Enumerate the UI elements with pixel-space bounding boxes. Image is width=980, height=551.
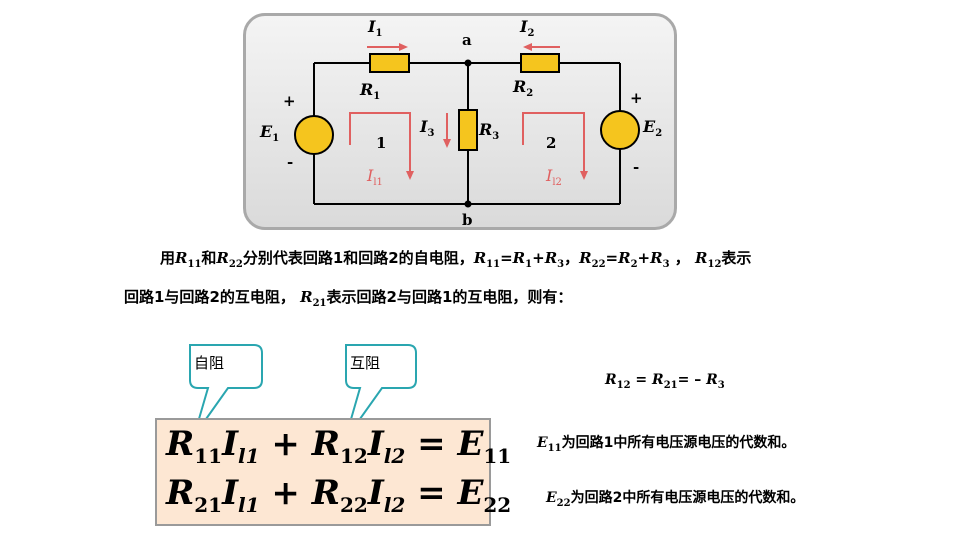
text-segment: =	[630, 372, 653, 388]
variable-subscript: 12	[707, 259, 722, 270]
label-loop-current-2: Il2	[546, 166, 562, 188]
text-segment: 和	[201, 249, 217, 267]
callout-self-label: 自阻	[194, 354, 225, 372]
variable-symbol: R	[706, 372, 718, 388]
label-i1: I1	[368, 17, 383, 39]
variable-symbol: R	[652, 372, 664, 388]
source-e2	[600, 110, 640, 150]
variable-subscript: 1	[525, 259, 533, 270]
text-segment: 表示回路2与回路1的互电阻，则有：	[326, 288, 573, 306]
resistor-r2	[520, 53, 560, 73]
e1-plus-sign: +	[283, 92, 296, 110]
text-segment: 为回路2中所有电压源电压的代数和。	[570, 490, 805, 506]
paragraph-line-1: 用R11和R22分别代表回路1和回路2的自电阻，R11=R1+R3，R22=R2…	[160, 247, 960, 270]
variable-subscript: 22	[228, 259, 243, 270]
text-segment: +	[637, 249, 651, 267]
text-segment: =	[500, 249, 513, 267]
variable-subscript: 11	[547, 443, 562, 454]
variable-subscript: 11	[187, 259, 202, 270]
variable-subscript: 3	[662, 259, 670, 270]
node-a-dot	[464, 59, 472, 67]
variable-symbol: R	[175, 249, 188, 267]
text-segment: ，	[669, 249, 696, 267]
label-i2: I2	[520, 17, 535, 39]
label-r1: R1	[360, 80, 381, 102]
text-segment: +	[532, 249, 545, 267]
variable-symbol: R	[618, 249, 631, 267]
text-segment: 表示	[721, 249, 752, 267]
variable-subscript: 3	[717, 380, 725, 391]
resistor-r1	[369, 53, 410, 73]
e1-minus-sign: -	[287, 153, 294, 171]
variable-subscript: 12	[616, 380, 631, 391]
equation-row-1: R11Il1 + R12Il2 = E11	[166, 424, 512, 468]
variable-symbol: R	[695, 249, 708, 267]
note-e11: E11为回路1中所有电压源电压的代数和。	[537, 432, 796, 454]
text-segment: 用	[160, 249, 176, 267]
text-segment: 分别代表回路1和回路2的自电阻，	[242, 249, 474, 267]
callout-mutual-bubble	[344, 344, 417, 440]
label-node-a: a	[462, 31, 472, 49]
e2-minus-sign: -	[633, 158, 640, 176]
variable-subscript: 3	[557, 259, 565, 270]
variable-symbol: R	[300, 288, 313, 306]
paragraph-line-2: 回路1与回路2的互电阻， R21表示回路2与回路1的互电阻，则有：	[124, 286, 944, 309]
variable-symbol: R	[605, 372, 617, 388]
callout-mutual-label: 互阻	[350, 354, 381, 372]
text-segment: =	[605, 249, 619, 267]
callout-self-bubble	[189, 344, 263, 437]
source-e1	[294, 115, 334, 155]
text-segment: ，	[564, 249, 580, 267]
loop-1-arrow	[349, 112, 411, 172]
variable-symbol: R	[512, 249, 526, 267]
text-segment: 为回路1中所有电压源电压的代数和。	[561, 435, 796, 451]
label-node-b: b	[462, 211, 473, 229]
variable-subscript: 22	[591, 259, 606, 270]
note-mutual-resistance: R12 = R21= – R3	[605, 372, 725, 391]
label-r3: R3	[479, 120, 500, 142]
variable-symbol: E	[546, 490, 557, 506]
label-loop-current-1: Il1	[367, 166, 383, 188]
variable-subscript: 2	[630, 259, 638, 270]
variable-symbol: R	[473, 249, 487, 267]
variable-symbol: R	[579, 249, 592, 267]
variable-subscript: 22	[556, 498, 571, 509]
label-e1: E1	[260, 122, 280, 144]
variable-subscript: 21	[663, 380, 678, 391]
variable-subscript: 11	[486, 259, 501, 270]
loop-2-arrow	[522, 112, 585, 172]
note-e22: E22为回路2中所有电压源电压的代数和。	[546, 487, 805, 509]
e2-plus-sign: +	[630, 89, 643, 107]
variable-symbol: E	[537, 435, 548, 451]
loop-2-number: 2	[546, 134, 557, 152]
variable-symbol: R	[650, 249, 663, 267]
variable-subscript: 21	[312, 298, 327, 309]
text-segment: 回路1与回路2的互电阻，	[124, 288, 301, 306]
variable-symbol: R	[544, 249, 558, 267]
equation-row-2: R21Il1 + R22Il2 = E22	[166, 473, 512, 517]
label-r2: R2	[513, 77, 534, 99]
formula-box	[155, 418, 491, 526]
text-segment: = –	[677, 372, 707, 388]
variable-symbol: R	[216, 249, 229, 267]
node-b-dot	[464, 200, 472, 208]
label-i3: I3	[420, 117, 435, 139]
label-e2: E2	[643, 117, 663, 139]
circuit-diagram	[294, 43, 640, 208]
resistor-r3	[458, 109, 478, 151]
loop-1-number: 1	[376, 134, 387, 152]
callout-shapes	[189, 344, 417, 440]
